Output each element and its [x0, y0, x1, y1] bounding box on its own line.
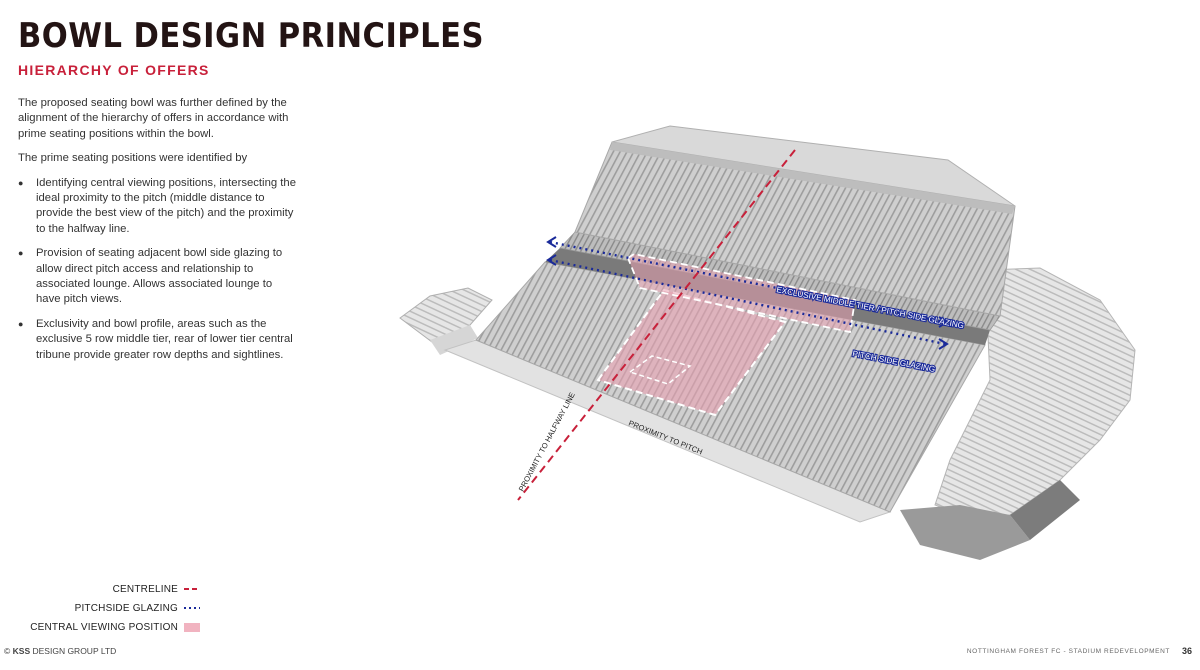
bullet-item: Provision of seating adjacent bowl side … [18, 246, 298, 308]
company-name: DESIGN GROUP LTD [32, 646, 117, 656]
page-title: BOWL DESIGN PRINCIPLES [18, 16, 484, 56]
exclusive-tier-outline [626, 253, 857, 334]
legend-item-pitchside-glazing: PITCHSIDE GLAZING [75, 601, 200, 615]
legend-item-central-viewing: CENTRAL VIEWING POSITION [30, 620, 200, 634]
dash-line-icon [184, 588, 200, 590]
footer-project: NOTTINGHAM FOREST FC - STADIUM REDEVELOP… [966, 648, 1170, 655]
bullet-item: Exclusivity and bowl profile, areas such… [18, 317, 298, 363]
right-corner-stands [900, 267, 1136, 560]
central-viewing-outline [596, 288, 787, 417]
left-stand-fragment [399, 287, 493, 355]
pitchside-glazing-line [549, 258, 946, 346]
pink-swatch-icon [184, 622, 200, 632]
intro-paragraph: The proposed seating bowl was further de… [18, 97, 289, 140]
centreline [517, 149, 796, 501]
legend-item-centreline: CENTRELINE [113, 582, 200, 596]
label-halfway-line: PROXIMITY TO HALFWAY LINE [517, 391, 577, 493]
dot-line-icon [184, 607, 200, 609]
stadium-bowl-diagram: EXCLUSIVE MIDDLE TIER / PITCH SIDE GLAZI… [399, 125, 1136, 560]
page-number: 36 [1181, 646, 1192, 656]
body-text: The proposed seating bowl was further de… [18, 96, 298, 372]
company-logo: KSS [12, 646, 31, 656]
footer-company: © KSS DESIGN GROUP LTD [4, 646, 116, 656]
bullet-list: Identifying central viewing positions, i… [18, 176, 298, 363]
copyright-icon: © [4, 646, 11, 656]
exclusive-glazing-line [549, 240, 946, 324]
lead-paragraph: The prime seating positions were identif… [18, 152, 248, 165]
bullet-item: Identifying central viewing positions, i… [18, 176, 298, 238]
page-subtitle: HIERARCHY OF OFFERS [18, 62, 210, 78]
